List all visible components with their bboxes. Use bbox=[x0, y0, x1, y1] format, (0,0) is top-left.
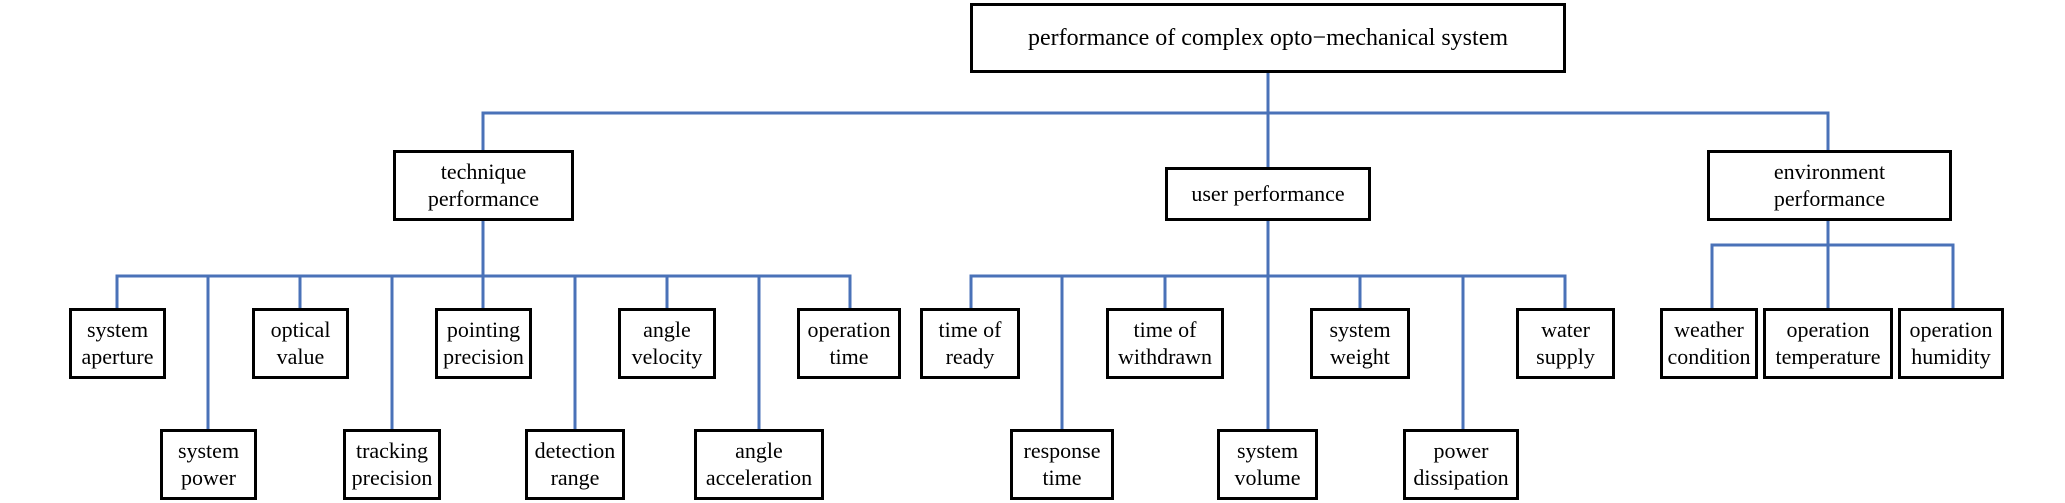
leaf-label: system weight bbox=[1329, 317, 1391, 369]
leaf-operation-time: operation time bbox=[797, 308, 901, 379]
leaf-label: operation temperature bbox=[1775, 317, 1881, 369]
category-label: environment performance bbox=[1773, 159, 1886, 211]
leaf-time-of-ready: time of ready bbox=[920, 308, 1020, 379]
leaf-label: pointing precision bbox=[443, 317, 524, 369]
leaf-tracking-precision: tracking precision bbox=[343, 429, 441, 500]
category-technique-performance: technique performance bbox=[393, 150, 574, 221]
leaf-label: time of ready bbox=[938, 317, 1002, 369]
leaf-label: weather condition bbox=[1667, 317, 1751, 369]
edge-user-bus bbox=[969, 219, 1567, 431]
leaf-label: water supply bbox=[1536, 317, 1595, 369]
category-label: technique performance bbox=[427, 159, 540, 211]
leaf-label: optical value bbox=[270, 317, 331, 369]
leaf-water-supply: water supply bbox=[1516, 308, 1615, 379]
leaf-label: operation humidity bbox=[1909, 317, 1993, 369]
leaf-optical-value: optical value bbox=[252, 308, 349, 379]
leaf-label: time of withdrawn bbox=[1117, 317, 1213, 369]
category-environment-performance: environment performance bbox=[1707, 150, 1952, 221]
leaf-operation-temperature: operation temperature bbox=[1763, 308, 1893, 379]
leaf-label: angle velocity bbox=[631, 317, 703, 369]
leaf-system-aperture: system aperture bbox=[69, 308, 166, 379]
leaf-response-time: response time bbox=[1010, 429, 1114, 500]
leaf-operation-humidity: operation humidity bbox=[1898, 308, 2004, 379]
leaf-time-of-withdrawn: time of withdrawn bbox=[1106, 308, 1224, 379]
leaf-label: system power bbox=[177, 438, 240, 490]
edge-environment-bus bbox=[1710, 219, 1955, 310]
leaf-weather-condition: weather condition bbox=[1660, 308, 1758, 379]
leaf-label: detection range bbox=[534, 438, 616, 490]
edge-root-bus bbox=[481, 71, 1830, 169]
leaf-angle-acceleration: angle acceleration bbox=[694, 429, 824, 500]
category-label: user performance bbox=[1191, 180, 1345, 206]
leaf-label: power dissipation bbox=[1413, 438, 1509, 490]
category-user-performance: user performance bbox=[1165, 167, 1371, 221]
leaf-system-volume: system volume bbox=[1217, 429, 1318, 500]
connector-lines bbox=[115, 71, 1955, 431]
leaf-power-dissipation: power dissipation bbox=[1403, 429, 1519, 500]
leaf-angle-velocity: angle velocity bbox=[618, 308, 716, 379]
edge-technique-bus bbox=[115, 219, 852, 431]
leaf-label: tracking precision bbox=[351, 438, 433, 490]
leaf-pointing-precision: pointing precision bbox=[435, 308, 532, 379]
leaf-label: operation time bbox=[807, 317, 891, 369]
leaf-system-power: system power bbox=[160, 429, 257, 500]
root-label: performance of complex opto−mechanical s… bbox=[1027, 24, 1509, 51]
root-node: performance of complex opto−mechanical s… bbox=[970, 3, 1566, 73]
leaf-label: response time bbox=[1023, 438, 1101, 490]
leaf-system-weight: system weight bbox=[1310, 308, 1410, 379]
leaf-detection-range: detection range bbox=[525, 429, 625, 500]
leaf-label: angle acceleration bbox=[705, 438, 813, 490]
leaf-label: system aperture bbox=[81, 317, 154, 369]
leaf-label: system volume bbox=[1234, 438, 1301, 490]
